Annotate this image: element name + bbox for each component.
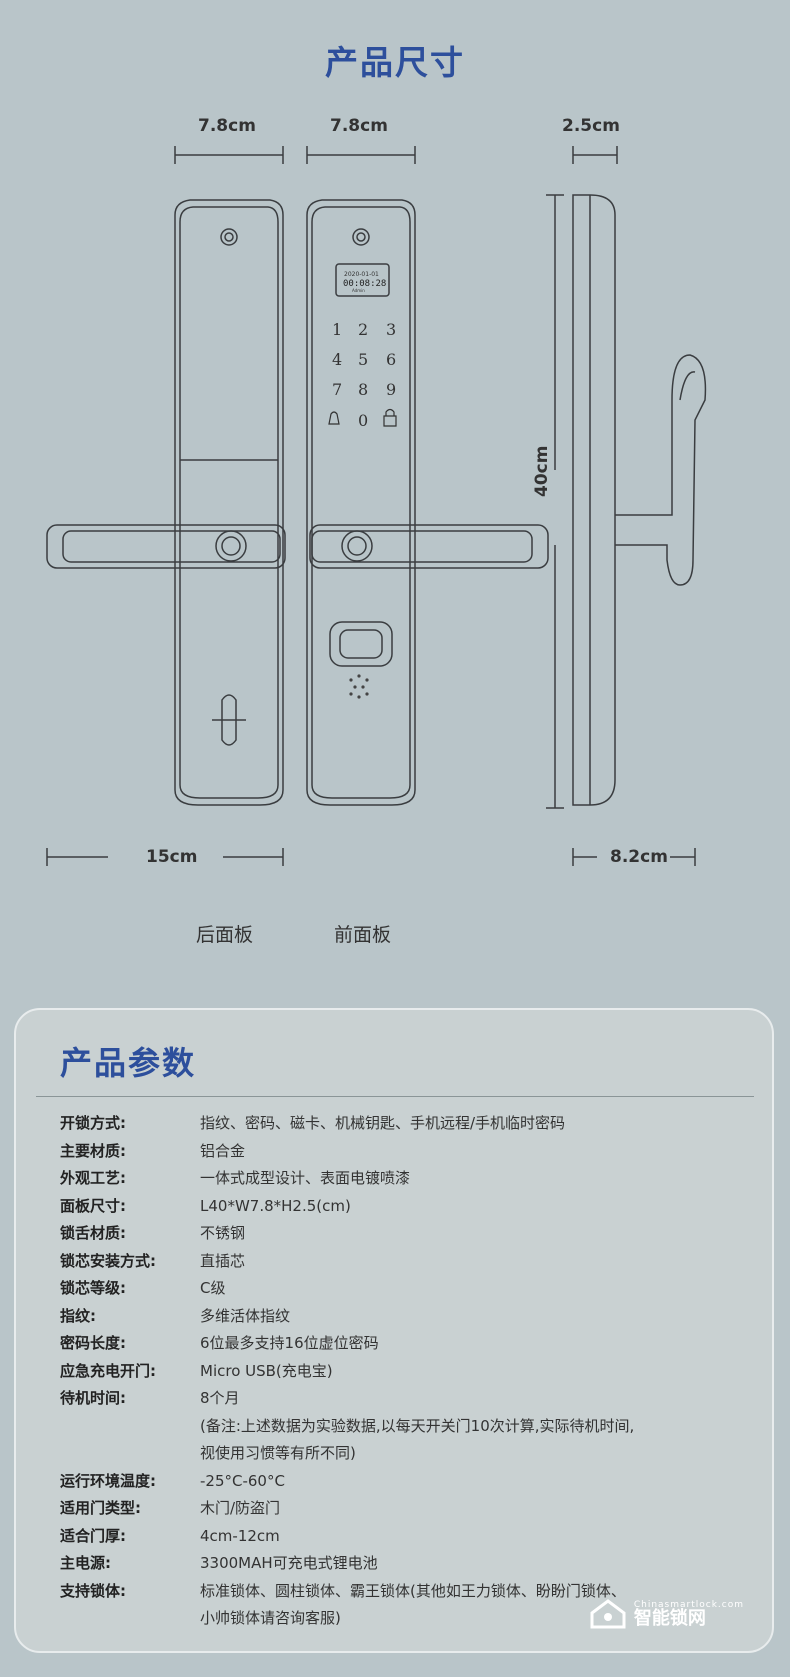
standby-note-2: 视使用习惯等有所不同) <box>200 1444 356 1462</box>
spec-row: 指纹:多维活体指纹 <box>60 1306 291 1325</box>
spec-row: 开锁方式:指纹、密码、磁卡、机械钥匙、手机远程/手机临时密码 <box>60 1114 566 1132</box>
speaker-holes-icon <box>349 674 369 699</box>
spec-row: 密码长度:6位最多支持16位虚位密码 <box>60 1334 379 1352</box>
key-3: 3 <box>386 320 396 339</box>
spec-row: 锁芯安装方式:直插芯 <box>60 1251 246 1270</box>
dim-handle-projection: 8.2cm <box>610 847 668 867</box>
dim-line-side-depth <box>572 146 618 164</box>
specs-list: 开锁方式:指纹、密码、磁卡、机械钥匙、手机远程/手机临时密码 主要材质:铝合金 … <box>60 1110 760 1633</box>
dim-line-back-width <box>174 146 284 164</box>
key-0: 0 <box>358 411 368 430</box>
keypad: 1 2 3 4 5 6 7 8 9 0 <box>332 320 396 430</box>
watermark-text: 智能锁网 <box>633 1608 706 1629</box>
standby-note-1: (备注:上述数据为实验数据,以每天开关门10次计算,实际待机时间, <box>200 1416 635 1435</box>
key-5: 5 <box>358 350 368 369</box>
dim-side-depth: 2.5cm <box>562 116 620 136</box>
dim-line-front-width <box>306 146 416 164</box>
dim-line-height <box>546 194 564 809</box>
spec-row: 面板尺寸:L40*W7.8*H2.5(cm) <box>60 1196 351 1215</box>
screen-sub: Admin <box>352 288 365 293</box>
spec-row: 待机时间:8个月 <box>60 1389 240 1407</box>
lock-dimension-diagram: 2020-01-01 00:08:28 Admin 1 2 3 4 5 6 7 … <box>46 146 707 866</box>
spec-row: 主电源:3300MAH可充电式锂电池 <box>60 1554 378 1572</box>
page-title: 产品尺寸 <box>325 43 465 82</box>
screen-date: 2020-01-01 <box>344 271 379 278</box>
spec-row: 锁舌材质:不锈钢 <box>60 1224 246 1242</box>
key-1: 1 <box>332 320 342 339</box>
dim-height: 40cm <box>532 445 552 497</box>
lock-icon <box>383 408 397 427</box>
spec-row: 适用门类型:木门/防盗门 <box>60 1499 281 1517</box>
screen-time: 00:08:28 <box>343 279 386 289</box>
dim-line-handle-width <box>46 848 284 866</box>
key-2: 2 <box>358 320 368 339</box>
spec-row: 外观工艺:一体式成型设计、表面电镀喷漆 <box>60 1169 411 1187</box>
watermark: Chinasmartlock.com 智能锁网 <box>588 1597 744 1631</box>
dim-handle-width: 15cm <box>146 847 198 867</box>
bell-icon <box>328 411 340 425</box>
specs-title: 产品参数 <box>60 1044 197 1082</box>
caption-back-panel: 后面板 <box>196 924 254 946</box>
spec-row: 应急充电开门:Micro USB(充电宝) <box>60 1361 333 1380</box>
key-7: 7 <box>332 380 342 399</box>
dim-back-width: 7.8cm <box>198 116 256 136</box>
spec-row: 支持锁体:标准锁体、圆柱锁体、霸王锁体(其他如王力锁体、盼盼门锁体、 <box>60 1581 626 1600</box>
divider <box>36 1096 754 1097</box>
back-panel-drawing <box>46 199 286 806</box>
spec-row: 锁芯等级:C级 <box>60 1279 226 1297</box>
key-9: 9 <box>386 380 396 399</box>
watermark-url: Chinasmartlock.com <box>633 1600 744 1610</box>
front-panel-drawing <box>306 199 549 806</box>
spec-row: 主要材质:铝合金 <box>60 1141 246 1160</box>
spec-row: 运行环境温度:-25°C-60°C <box>60 1471 285 1490</box>
specs-panel: 产品参数 开锁方式:指纹、密码、磁卡、机械钥匙、手机远程/手机临时密码 主要材质… <box>14 1008 774 1653</box>
key-4: 4 <box>332 350 342 369</box>
dim-line-handle-projection <box>572 848 696 866</box>
caption-front-panel: 前面板 <box>334 924 392 946</box>
key-8: 8 <box>358 380 368 399</box>
house-logo-icon <box>590 1599 626 1629</box>
dim-front-width: 7.8cm <box>330 116 388 136</box>
key-6: 6 <box>386 350 396 369</box>
side-view-drawing <box>572 194 707 806</box>
spec-row: 适合门厚:4cm-12cm <box>60 1526 280 1545</box>
lockbody-note: 小帅锁体请咨询客服) <box>200 1609 341 1627</box>
